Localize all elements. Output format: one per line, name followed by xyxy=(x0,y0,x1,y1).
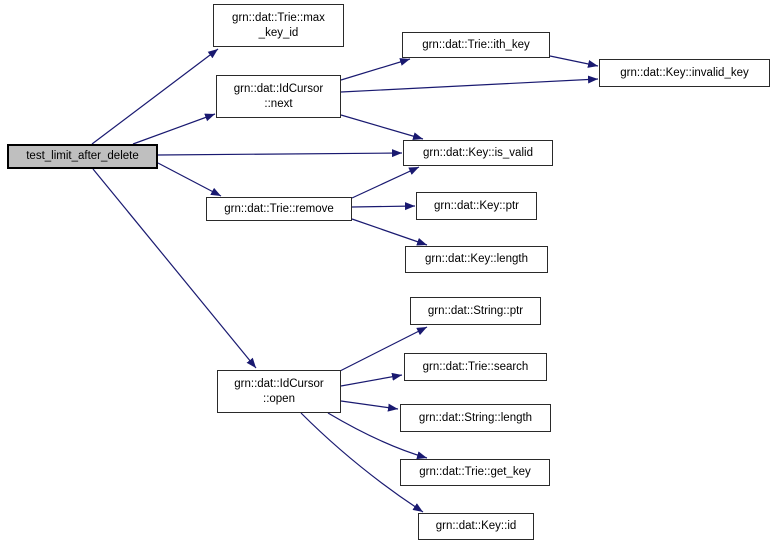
node-label-line: grn::dat::Key::length xyxy=(425,253,528,265)
graph-node-trie_get_key[interactable]: grn::dat::Trie::get_key xyxy=(400,459,550,486)
node-label-line: grn::dat::Key::invalid_key xyxy=(620,66,749,79)
graph-edge-trie_ith_key--key_invalid_key xyxy=(549,55,599,68)
graph-node-key_invalid_key[interactable]: grn::dat::Key::invalid_key xyxy=(599,59,770,87)
node-label-line: grn::dat::Key::id xyxy=(435,520,517,532)
node-label-line: grn::dat::IdCursor xyxy=(234,377,324,390)
graph-edge-test_limit_after_delete--trie_remove xyxy=(157,162,222,197)
graph-edge-idcursor_open--trie_search xyxy=(340,372,403,387)
graph-node-idcursor_open[interactable]: grn::dat::IdCursor::open xyxy=(217,370,341,413)
node-label-line: grn::dat::Trie::remove xyxy=(224,202,334,215)
graph-node-string_length[interactable]: grn::dat::String::length xyxy=(400,404,551,432)
graph-edge-trie_remove--key_ptr xyxy=(351,202,416,211)
node-label-line: grn::dat::Trie::max xyxy=(232,11,325,24)
node-label-line: grn::dat::Key::is_valid xyxy=(423,146,533,159)
graph-edge-idcursor_open--trie_get_key xyxy=(327,412,428,460)
node-label-line: grn::dat::Key::ptr xyxy=(433,199,519,212)
graph-edge-trie_remove--key_length xyxy=(351,218,428,246)
graph-edge-idcursor_next--key_is_valid xyxy=(340,114,424,141)
graph-node-key_is_valid[interactable]: grn::dat::Key::is_valid xyxy=(403,140,553,166)
graph-edge-test_limit_after_delete--key_is_valid xyxy=(157,149,403,158)
node-label-line: grn::dat::String::length xyxy=(418,411,533,424)
graph-edge-idcursor_open--key_id xyxy=(300,412,424,513)
graph-edge-test_limit_after_delete--trie_max_key_id xyxy=(91,48,219,145)
graph-edge-test_limit_after_delete--idcursor_open xyxy=(92,168,257,369)
graph-node-idcursor_next[interactable]: grn::dat::IdCursor::next xyxy=(216,75,341,118)
node-label-line: test_limit_after_delete xyxy=(26,150,139,162)
graph-edge-idcursor_open--string_length xyxy=(340,400,399,412)
node-label-line: ::next xyxy=(264,97,293,110)
graph-node-trie_search[interactable]: grn::dat::Trie::search xyxy=(404,353,547,381)
graph-node-key_length[interactable]: grn::dat::Key::length xyxy=(405,246,548,273)
graph-edge-trie_remove--key_is_valid xyxy=(351,166,420,199)
graph-node-trie_max_key_id[interactable]: grn::dat::Trie::max_key_id xyxy=(213,4,344,47)
graph-node-trie_remove[interactable]: grn::dat::Trie::remove xyxy=(206,197,352,221)
node-label-line: grn::dat::Trie::search xyxy=(422,360,529,373)
graph-edge-idcursor_open--string_ptr xyxy=(339,326,428,372)
graph-edge-idcursor_next--key_invalid_key xyxy=(340,75,599,93)
graph-node-key_id[interactable]: grn::dat::Key::id xyxy=(418,513,534,540)
node-label-line: grn::dat::IdCursor xyxy=(233,82,324,95)
node-label-line: ::open xyxy=(263,392,295,405)
graph-node-trie_ith_key[interactable]: grn::dat::Trie::ith_key xyxy=(402,32,550,58)
node-label-line: _key_id xyxy=(258,26,299,39)
node-label-line: grn::dat::Trie::ith_key xyxy=(422,38,530,51)
graph-node-key_ptr[interactable]: grn::dat::Key::ptr xyxy=(416,192,537,220)
graph-edge-test_limit_after_delete--idcursor_next xyxy=(132,113,216,145)
graph-node-string_ptr[interactable]: grn::dat::String::ptr xyxy=(410,297,541,325)
edges xyxy=(91,48,599,513)
graph-node-test_limit_after_delete: test_limit_after_delete xyxy=(7,144,158,169)
node-label-line: grn::dat::String::ptr xyxy=(427,304,524,317)
node-label-line: grn::dat::Trie::get_key xyxy=(419,466,531,478)
graph-edge-idcursor_next--trie_ith_key xyxy=(340,58,411,81)
